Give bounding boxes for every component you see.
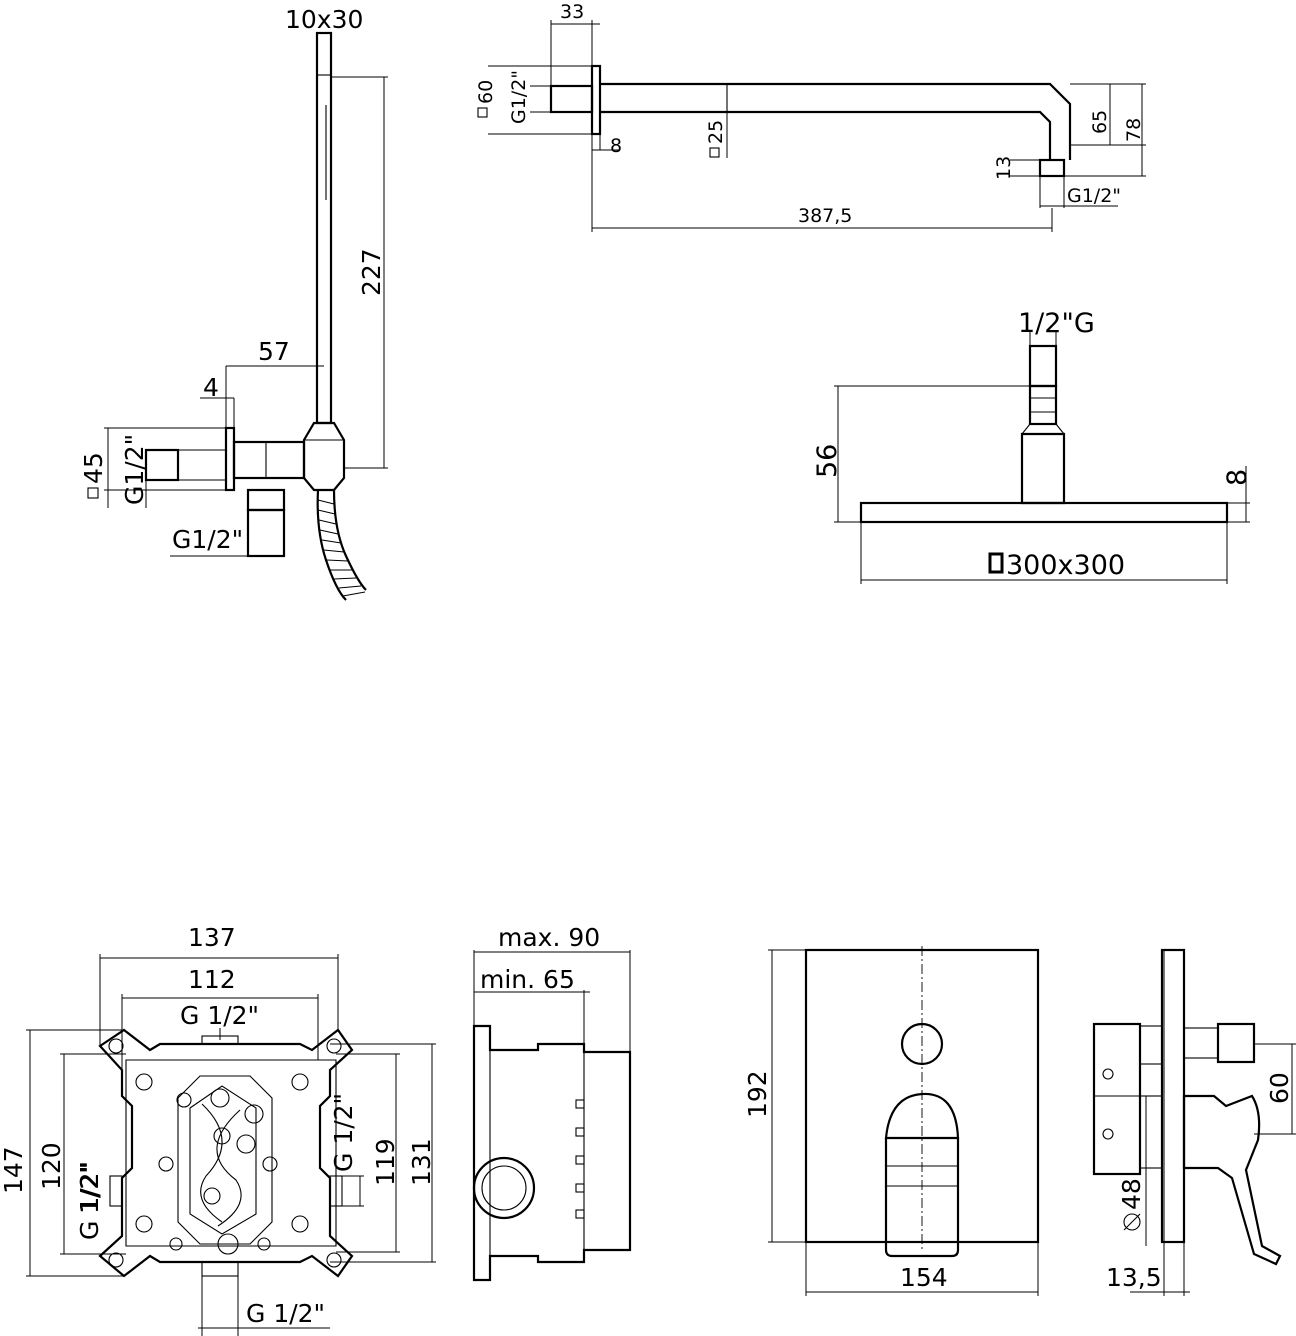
head-thickness: 8 (1222, 469, 1253, 486)
square-symbol-icon (709, 147, 720, 158)
outlet-thread (246, 508, 286, 558)
head-swivel (1020, 432, 1066, 505)
side-lever (1182, 1094, 1282, 1266)
outlet-nut (246, 488, 286, 512)
mixer-plate-front-view (768, 946, 1040, 1296)
hose (316, 489, 347, 601)
arm-tube (600, 82, 1072, 160)
body-height-inner: 120 (37, 1142, 66, 1190)
arm-flange (590, 64, 602, 136)
hand-shower-offset: 57 (258, 337, 290, 366)
side-body-outline (472, 1024, 632, 1282)
mixer-diverter-offset: 60 (1265, 1072, 1294, 1104)
arm-nipple: 13 (993, 156, 1015, 180)
mixer-handle-label: 48 (1117, 1178, 1146, 1231)
mixer-side-view (1092, 948, 1296, 1296)
wall-flange (224, 426, 236, 492)
square-symbol-icon (477, 107, 488, 118)
body-thread-top: G 1/2" (180, 1001, 259, 1030)
head-plate (859, 501, 1229, 524)
wall-connector (232, 440, 306, 480)
diverter-knob (900, 1022, 944, 1066)
head-size-label: 300x300 (988, 550, 1125, 581)
lever-top (884, 1092, 960, 1140)
arm-inlet-thread: G1/2" (508, 70, 530, 124)
square-symbol-icon (988, 552, 1004, 574)
side-port (472, 1156, 536, 1220)
body-height-131: 131 (407, 1138, 436, 1186)
diverter-cap (1216, 1022, 1256, 1064)
mixer-height: 192 (743, 1070, 772, 1118)
arm-flange-size-label: 60 (475, 80, 497, 118)
head-height: 56 (812, 444, 843, 478)
diameter-symbol-icon (1123, 1213, 1141, 1231)
arm-outlet-thread: G1/2" (1067, 185, 1121, 207)
body-thread-bottom: G 1/2" (246, 1299, 325, 1328)
square-symbol-icon (87, 487, 99, 499)
hand-shower-flange: 4 (203, 373, 219, 402)
head-nut (1028, 384, 1058, 426)
body-height-outer: 147 (0, 1146, 28, 1194)
thread-stub (144, 448, 180, 482)
head-thread-label: 1/2"G (1018, 308, 1095, 339)
hand-shower-holder (302, 421, 346, 492)
body-thread-left-top: 1/2" (75, 1162, 104, 1214)
body-outline (98, 1028, 354, 1278)
arm-total-height: 78 (1123, 118, 1145, 142)
arm-length: 387,5 (798, 205, 852, 227)
arm-flange-size: 60 (475, 80, 497, 104)
body-height-119: 119 (371, 1138, 400, 1186)
mixer-width: 154 (900, 1263, 948, 1292)
arm-inlet (549, 84, 594, 114)
hand-shower-body (315, 31, 333, 425)
body-width-outer: 137 (188, 923, 236, 952)
arm-tube-label: 25 (705, 120, 727, 158)
concealed-body-side-view (472, 950, 632, 1282)
side-plate (1160, 948, 1186, 1244)
diverter-stem (1183, 1027, 1219, 1059)
shower-head-view (834, 332, 1250, 584)
arm-flange-thickness: 8 (610, 135, 622, 157)
side-cartridge (1092, 1022, 1142, 1176)
body-width-inner: 112 (188, 965, 236, 994)
shower-arm-view (488, 20, 1146, 232)
body-thread-left: G 1/2" (75, 1161, 104, 1240)
hand-shower-outlet-thread: G1/2" (172, 525, 243, 554)
head-size: 300x300 (1006, 550, 1125, 581)
body-depth-max: max. 90 (498, 923, 600, 952)
mixer-plate-thickness: 13,5 (1106, 1263, 1162, 1292)
concealed-body-front-view (26, 954, 436, 1336)
plate-size-label: 45 (79, 452, 108, 499)
hand-shower-wall-thread: G1/2" (120, 434, 149, 505)
hand-shower-plate: 45 (79, 452, 108, 484)
head-thread (1028, 344, 1058, 388)
body-depth-min: min. 65 (480, 965, 575, 994)
mixer-handle-diameter: 48 (1117, 1178, 1146, 1210)
hand-shower-view (104, 31, 388, 601)
hand-shower-head-size: 10x30 (285, 5, 363, 34)
arm-flange-width: 33 (560, 1, 584, 23)
body-thread-right: G 1/2" (329, 1093, 358, 1172)
arm-drop: 65 (1089, 110, 1111, 134)
hand-shower-length: 227 (357, 248, 386, 296)
arm-outlet (1038, 158, 1066, 178)
arm-tube-size: 25 (705, 120, 727, 144)
